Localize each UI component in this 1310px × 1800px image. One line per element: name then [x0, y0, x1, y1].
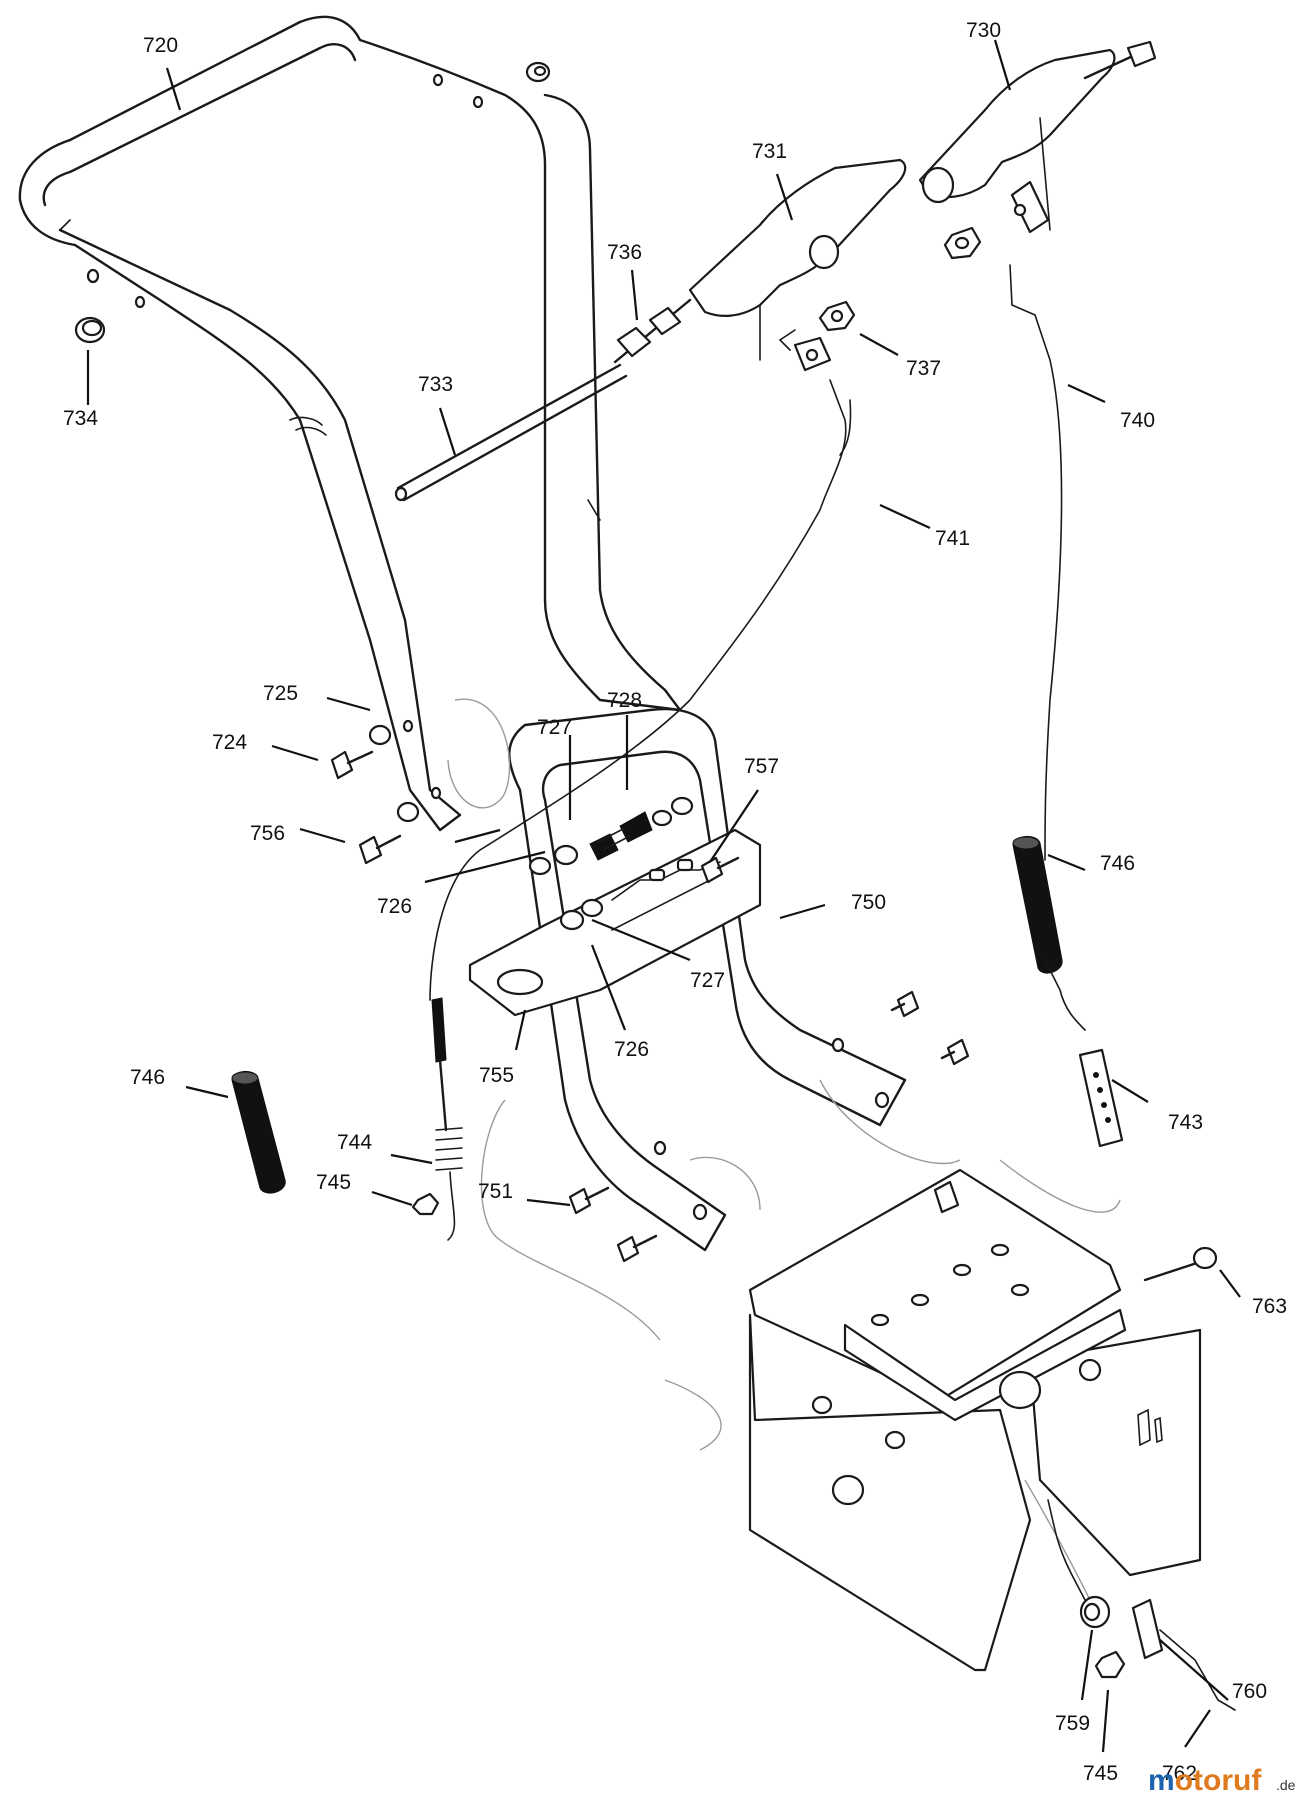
lever-bolt — [1083, 40, 1157, 80]
callout-730: 730 — [966, 19, 1001, 42]
callout-737: 737 — [906, 357, 941, 380]
nut-upper-right — [943, 226, 982, 260]
cable-741 — [429, 379, 852, 1001]
callout-751: 751 — [478, 1180, 513, 1203]
callout-740: 740 — [1120, 409, 1155, 432]
callout-736: 736 — [607, 241, 642, 264]
callout-746b: 746 — [130, 1066, 165, 1089]
watermark-brand-b: otoruf — [1175, 1764, 1263, 1797]
watermark-suffix: .de — [1276, 1777, 1296, 1793]
handle-grip-left — [231, 1071, 286, 1194]
top-washer — [525, 61, 551, 83]
callout-762: 762 — [1162, 1762, 1197, 1785]
callout-734: 734 — [63, 407, 98, 430]
bolt-763 — [1143, 1246, 1218, 1282]
callout-725: 725 — [263, 682, 298, 705]
callout-750: 750 — [851, 891, 886, 914]
callout-759: 759 — [1055, 1712, 1090, 1735]
cable-end-736 — [613, 298, 692, 364]
callout-757: 757 — [744, 755, 779, 778]
callout-731: 731 — [752, 140, 787, 163]
callout-labels: 720 730 731 736 737 733 734 740 741 725 … — [63, 19, 1287, 1785]
control-lever-731 — [688, 158, 907, 372]
callout-746a: 746 — [1100, 852, 1135, 875]
bolt-756 — [358, 801, 420, 865]
nut-745-right — [1094, 1650, 1126, 1679]
callout-720: 720 — [143, 34, 178, 57]
frame-housing — [748, 1168, 1202, 1672]
bolt-724 — [330, 750, 374, 780]
watermark-brand-a: m — [1148, 1764, 1175, 1797]
handle-grip-right — [1012, 836, 1063, 974]
callout-728: 728 — [607, 689, 642, 712]
cable-spring-744 — [431, 997, 463, 1241]
nut-745-left — [411, 1192, 440, 1216]
svg-text:motoruf: motoruf — [1148, 1764, 1262, 1797]
callout-745a: 745 — [316, 1171, 351, 1194]
nut-737 — [818, 300, 856, 332]
cable-740 — [1044, 359, 1063, 861]
control-lever-730 — [918, 48, 1116, 361]
handle-knob-734 — [74, 316, 106, 344]
callout-733: 733 — [418, 373, 453, 396]
bolt-upper-right-a — [890, 990, 920, 1018]
callout-745b: 745 — [1083, 1762, 1118, 1785]
spacers-and-springs — [528, 796, 694, 931]
callout-727b: 727 — [690, 969, 725, 992]
callout-leaders — [86, 39, 1241, 1753]
bolt-751b — [616, 1234, 658, 1263]
callout-727a: 727 — [537, 716, 572, 739]
callout-726a: 726 — [377, 895, 412, 918]
cable-connector-743 — [1044, 959, 1124, 1148]
callout-726b: 726 — [614, 1038, 649, 1061]
bolt-751 — [568, 1186, 610, 1215]
callout-724: 724 — [212, 731, 247, 754]
shift-bracket — [468, 828, 762, 1017]
washer-725 — [368, 724, 392, 746]
callout-756: 756 — [250, 822, 285, 845]
callout-760: 760 — [1232, 1680, 1267, 1703]
ghost-outlines — [447, 698, 1121, 1601]
bolt-upper-right-b — [940, 1038, 970, 1066]
callout-743: 743 — [1168, 1111, 1203, 1134]
shift-rod — [394, 363, 628, 502]
callout-755: 755 — [479, 1064, 514, 1087]
callout-744: 744 — [337, 1131, 372, 1154]
callout-741: 741 — [935, 527, 970, 550]
upper-handle — [18, 15, 682, 832]
callout-763: 763 — [1252, 1295, 1287, 1318]
watermark: motoruf .de — [1148, 1764, 1296, 1797]
bottom-cable-assembly — [1047, 1499, 1236, 1711]
